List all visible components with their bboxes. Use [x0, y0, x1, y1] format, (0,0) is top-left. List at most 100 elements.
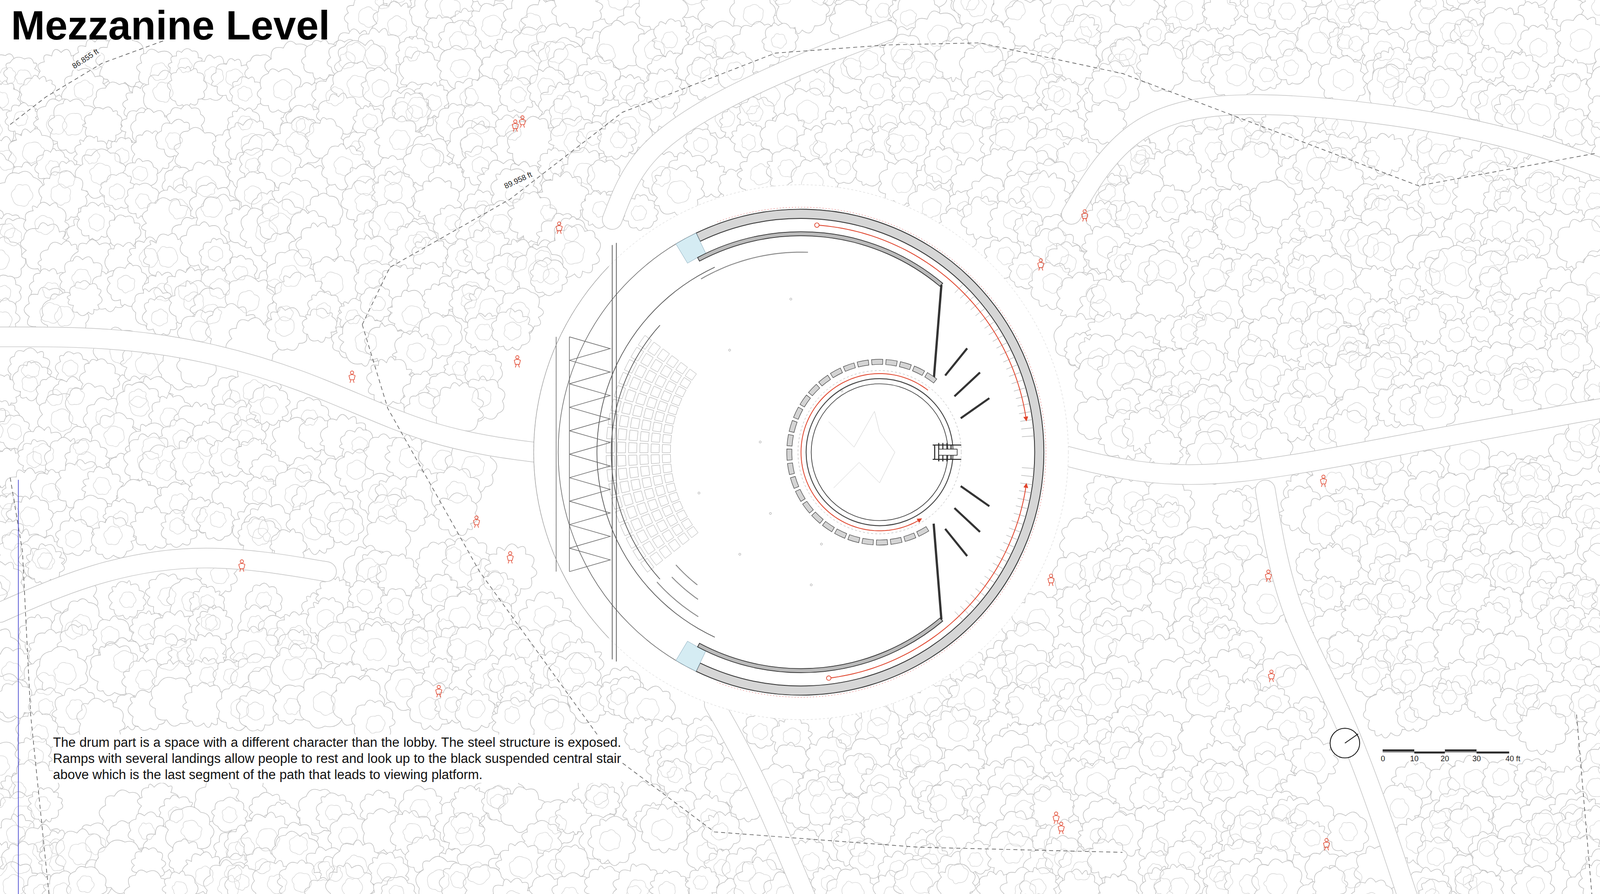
tree-detail	[1214, 563, 1231, 581]
tree-detail	[1491, 220, 1512, 242]
tree-detail	[619, 85, 635, 101]
tree-detail	[1175, 1, 1193, 21]
tree-canopy	[455, 690, 496, 731]
tree-detail	[420, 147, 441, 168]
tree-detail	[1205, 199, 1221, 217]
tree-detail	[363, 220, 381, 238]
tree-detail	[691, 57, 711, 79]
tree-canopy	[325, 862, 375, 894]
tree-detail	[1297, 267, 1315, 285]
tree-detail	[1287, 379, 1308, 398]
tree-detail	[811, 0, 829, 6]
tree-detail	[1159, 385, 1182, 405]
tree-detail	[1162, 197, 1179, 213]
tree-detail	[169, 199, 189, 220]
tree-detail	[1379, 563, 1396, 581]
tree-detail	[1226, 217, 1246, 238]
tree-detail	[472, 156, 489, 174]
tree-canopy	[1516, 702, 1569, 755]
tree-detail	[966, 0, 987, 17]
tree-detail	[1497, 562, 1517, 583]
tree-detail	[1178, 381, 1194, 398]
tree-detail	[490, 214, 512, 235]
tree-detail	[553, 94, 572, 114]
tree-detail	[1207, 423, 1227, 444]
tree-detail	[1349, 352, 1367, 371]
tree-detail	[936, 156, 952, 173]
tree-detail	[1045, 243, 1069, 267]
tree-detail	[1257, 593, 1278, 614]
tree-detail	[324, 502, 346, 522]
tree-detail	[1433, 521, 1450, 538]
tree-detail	[0, 67, 16, 85]
tree-detail	[378, 504, 397, 525]
tree-detail	[1469, 541, 1486, 557]
tree-detail	[21, 360, 40, 378]
tree-detail	[295, 464, 313, 483]
tree-detail	[1586, 272, 1600, 296]
tree-detail	[1440, 22, 1461, 44]
tree-detail	[448, 606, 471, 628]
tree-detail	[1429, 185, 1451, 204]
tree-detail	[1420, 483, 1440, 505]
tree-detail	[1064, 562, 1086, 585]
tree-canopy	[1098, 873, 1140, 894]
tree-detail	[244, 185, 263, 204]
tree-canopy	[583, 783, 620, 820]
tree-detail	[1220, 258, 1235, 274]
tree-detail	[232, 266, 248, 280]
tree-detail	[225, 69, 244, 88]
tree-detail	[528, 259, 550, 283]
tree-detail	[101, 626, 120, 646]
tree-detail	[1554, 93, 1570, 110]
tree-canopy	[1377, 580, 1415, 620]
tree-detail	[1365, 517, 1386, 538]
tree-detail	[916, 61, 936, 80]
tree-canopy	[236, 690, 279, 731]
tree-detail	[13, 111, 28, 126]
tree-detail	[135, 352, 158, 376]
tree-detail	[1371, 368, 1395, 391]
tree-detail	[209, 278, 230, 299]
tree-detail	[446, 112, 464, 129]
tree-detail	[51, 408, 73, 432]
tree-detail	[1337, 34, 1353, 49]
tree-detail	[0, 120, 3, 140]
tree-detail	[1375, 461, 1392, 479]
tree-detail	[1371, 593, 1392, 615]
tree-detail	[468, 220, 491, 243]
tree-detail	[346, 459, 366, 480]
tree-detail	[165, 132, 183, 150]
tree-canopy	[1538, 516, 1581, 559]
tree-detail	[62, 359, 79, 377]
tree-detail	[517, 65, 538, 85]
tree-detail	[358, 6, 378, 28]
tree-detail	[1290, 301, 1311, 322]
tree-detail	[390, 0, 407, 3]
tree-detail	[169, 517, 186, 534]
tree-detail	[302, 517, 326, 540]
tree-detail	[652, 166, 671, 187]
tree-detail	[1111, 425, 1134, 449]
tree-detail	[1191, 311, 1207, 327]
tree-detail	[741, 134, 756, 151]
tree-detail	[1523, 307, 1542, 327]
tree-canopy	[1547, 330, 1593, 377]
tree-detail	[859, 50, 879, 70]
tree-detail	[192, 507, 208, 523]
tree-canopy	[1363, 133, 1407, 175]
tree-detail	[452, 361, 468, 376]
tree-detail	[644, 40, 665, 61]
tree-detail	[1374, 41, 1394, 61]
tree-detail	[301, 409, 318, 426]
tree-detail	[1074, 26, 1092, 43]
tree-canopy	[1318, 55, 1368, 105]
tree-canopy	[643, 68, 684, 109]
tree-detail	[1375, 543, 1397, 565]
tree-detail	[509, 301, 530, 323]
tree-detail	[1034, 0, 1055, 1]
tree-detail	[997, 246, 1015, 265]
tree-detail	[1424, 249, 1448, 273]
tree-detail	[1418, 7, 1436, 24]
